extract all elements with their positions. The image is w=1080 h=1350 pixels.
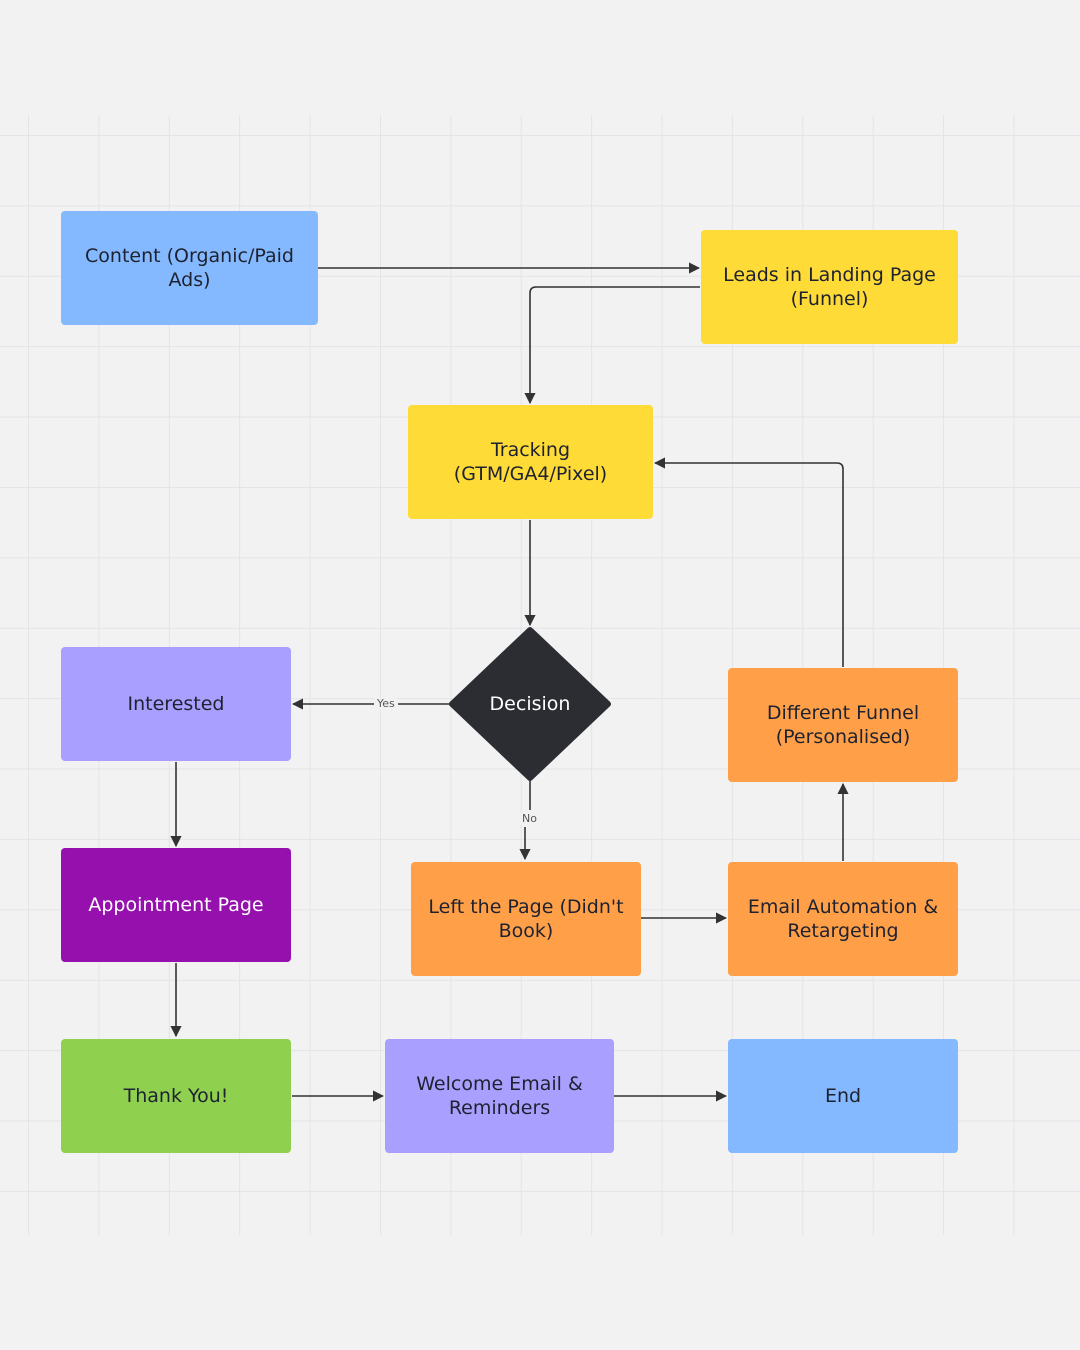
node-email-automation[interactable]: Email Automation & Retargeting: [728, 862, 958, 976]
edge-leads-to-tracking: [524, 286, 700, 405]
node-end[interactable]: End: [728, 1039, 958, 1153]
edge-label-no: No: [520, 812, 539, 825]
node-interested[interactable]: Interested: [61, 647, 291, 761]
node-leads[interactable]: Leads in Landing Page (Funnel): [701, 230, 958, 344]
node-different-funnel[interactable]: Different Funnel (Personalised): [728, 668, 958, 782]
edge-label-yes: Yes: [375, 697, 397, 710]
node-tracking-label: Tracking (GTM/GA4/Pixel): [453, 439, 608, 485]
node-leads-label: Leads in Landing Page (Funnel): [723, 264, 936, 310]
node-different-funnel-label: Different Funnel (Personalised): [766, 702, 920, 748]
edge-funnel-to-tracking: [653, 457, 844, 667]
node-tracking[interactable]: Tracking (GTM/GA4/Pixel): [408, 405, 653, 519]
node-interested-label: Interested: [127, 693, 225, 715]
node-email-automation-label: Email Automation & Retargeting: [747, 896, 939, 942]
node-left-page-label: Left the Page (Didn't Book): [428, 896, 624, 942]
node-thank-you[interactable]: Thank You!: [61, 1039, 291, 1153]
node-appointment-label: Appointment Page: [88, 894, 264, 916]
node-welcome-email-label: Welcome Email & Reminders: [416, 1073, 583, 1119]
node-appointment[interactable]: Appointment Page: [61, 848, 291, 962]
node-content-label: Content (Organic/Paid Ads): [85, 245, 294, 291]
node-thank-you-label: Thank You!: [123, 1085, 229, 1107]
node-end-label: End: [824, 1085, 862, 1107]
node-welcome-email[interactable]: Welcome Email & Reminders: [385, 1039, 614, 1153]
node-content[interactable]: Content (Organic/Paid Ads): [61, 211, 318, 325]
node-decision[interactable]: Decision: [450, 628, 610, 780]
node-decision-label: Decision: [489, 693, 571, 715]
decision-diamond[interactable]: [449, 627, 611, 781]
node-left-page[interactable]: Left the Page (Didn't Book): [411, 862, 641, 976]
